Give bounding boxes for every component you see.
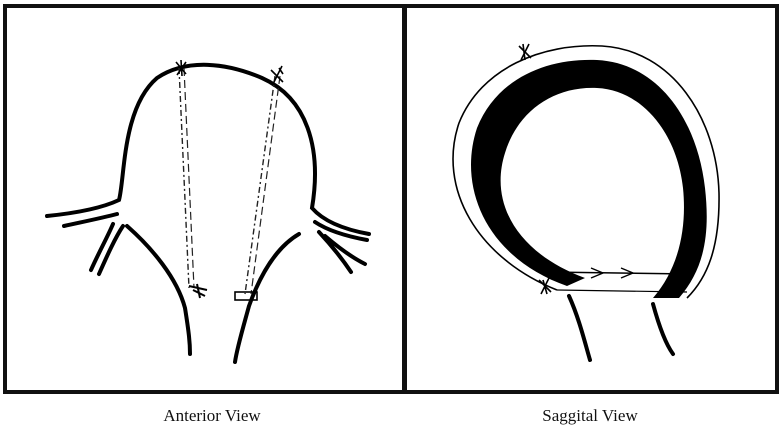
left-suture-parallel — [184, 68, 194, 288]
anterior-outline — [47, 65, 369, 234]
knot-icon — [271, 66, 283, 84]
left-lower-contour — [127, 226, 190, 354]
sagittal-view-caption: Saggital View — [490, 406, 690, 426]
right-suture-parallel — [251, 76, 280, 294]
sagittal-view-panel — [407, 8, 775, 390]
sagittal-right-leg — [653, 304, 673, 354]
left-flap-lines — [64, 214, 123, 274]
right-flap-lines — [315, 222, 367, 272]
right-lower-contour — [235, 234, 299, 362]
left-suture — [179, 68, 189, 288]
anchor-left — [189, 284, 207, 298]
anterior-view-caption: Anterior View — [112, 406, 312, 426]
anterior-view-panel — [7, 8, 402, 390]
sagittal-left-leg — [569, 296, 590, 360]
sagittal-view-illustration — [407, 8, 775, 390]
sagittal-band — [471, 60, 707, 298]
anterior-view-illustration — [7, 8, 402, 390]
